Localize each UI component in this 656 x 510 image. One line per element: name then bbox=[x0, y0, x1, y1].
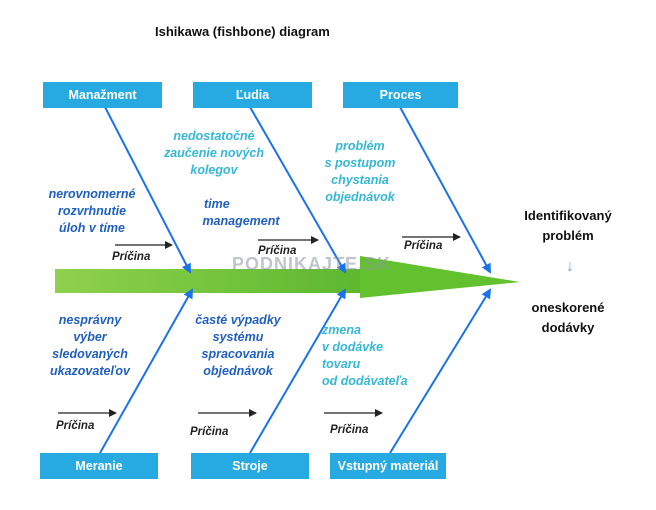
category-box-manazment: Manažment bbox=[43, 82, 162, 108]
rib-vstupny-material bbox=[389, 288, 492, 454]
down-arrow-icon: ↓ bbox=[566, 258, 574, 275]
rib-ludia bbox=[249, 106, 346, 274]
note-top-mid-lower: time management bbox=[202, 197, 280, 228]
cause-label-bottom-left: Príčina bbox=[56, 420, 95, 432]
cause-label-bottom-right: Príčina bbox=[330, 424, 369, 436]
note-bottom-right: zmena v dodávke tovaru od dodávateľa bbox=[322, 323, 408, 388]
watermark: PODNIKAJTE.SK bbox=[232, 254, 392, 274]
category-box-ludia: Ľudia bbox=[193, 82, 312, 108]
rib-meranie bbox=[99, 288, 193, 454]
category-box-meranie: Meranie bbox=[40, 453, 158, 479]
spine-arrow bbox=[55, 256, 520, 298]
rib-stroje bbox=[249, 288, 347, 454]
spine-body bbox=[55, 269, 365, 293]
note-top-left: nerovnomerné rozvrhnutie úloh v tíme bbox=[48, 187, 136, 235]
problem-value: oneskorené dodávky bbox=[531, 300, 605, 335]
cause-label-top-right: Príčina bbox=[404, 240, 443, 252]
diagram-title: Ishikawa (fishbone) diagram bbox=[155, 24, 330, 39]
rib-proces bbox=[399, 106, 491, 274]
category-box-vstupny-material: Vstupný materiál bbox=[330, 453, 446, 479]
problem-heading: Identifikovaný problém bbox=[524, 208, 612, 243]
spine-head bbox=[360, 256, 520, 298]
category-box-stroje: Stroje bbox=[191, 453, 309, 479]
note-bottom-left: nesprávny výber sledovaných ukazovateľov bbox=[50, 313, 130, 378]
note-top-right: problém s postupom chystania objednávok bbox=[324, 139, 396, 204]
cause-label-top-mid: Príčina bbox=[258, 245, 297, 257]
category-box-proces: Proces bbox=[343, 82, 458, 108]
note-bottom-mid: časté výpadky systému spracovania objedn… bbox=[195, 313, 281, 378]
cause-label-top-left: Príčina bbox=[112, 251, 151, 263]
cause-label-bottom-mid: Príčina bbox=[190, 426, 229, 438]
rib-manazment bbox=[104, 106, 191, 274]
note-top-mid-upper: nedostatočné zaučenie nových kolegov bbox=[163, 129, 265, 177]
